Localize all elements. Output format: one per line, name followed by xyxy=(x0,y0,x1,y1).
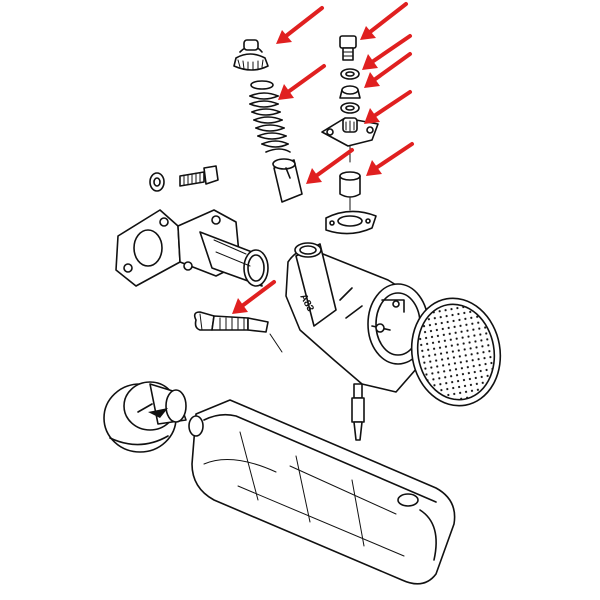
arrow-float-chamber-cap xyxy=(276,6,324,44)
float-chamber-lid xyxy=(321,117,379,163)
nut xyxy=(339,85,361,114)
float-chamber-cap xyxy=(233,39,269,71)
carburetor-body: A83 xyxy=(285,242,429,393)
throttle-slide xyxy=(272,158,303,203)
arrow-nut xyxy=(364,52,412,88)
arrow-washer xyxy=(362,34,412,70)
arrow-float-chamber-lid xyxy=(364,90,412,124)
mounting-bolt xyxy=(179,165,219,187)
float-needle xyxy=(339,171,361,211)
float-chamber-gasket xyxy=(325,210,377,235)
callout-arrows xyxy=(232,2,414,314)
inlet-manifold xyxy=(115,209,269,287)
air-filter xyxy=(410,297,502,407)
arrow-float-needle xyxy=(366,142,414,176)
arrow-slide-spring xyxy=(278,64,326,100)
slide-spring xyxy=(249,80,291,153)
mounting-washer xyxy=(149,172,165,192)
air-intake-connector xyxy=(103,381,187,453)
arrow-jet-adjusting-screw xyxy=(232,280,276,314)
main-jet xyxy=(351,383,365,441)
intake-silencer xyxy=(188,399,456,585)
arrow-banjo-bolt xyxy=(360,2,408,40)
banjo-bolt xyxy=(339,35,357,61)
jet-adjusting-screw xyxy=(193,311,283,353)
arrow-throttle-slide xyxy=(306,148,354,184)
washer xyxy=(340,68,360,80)
